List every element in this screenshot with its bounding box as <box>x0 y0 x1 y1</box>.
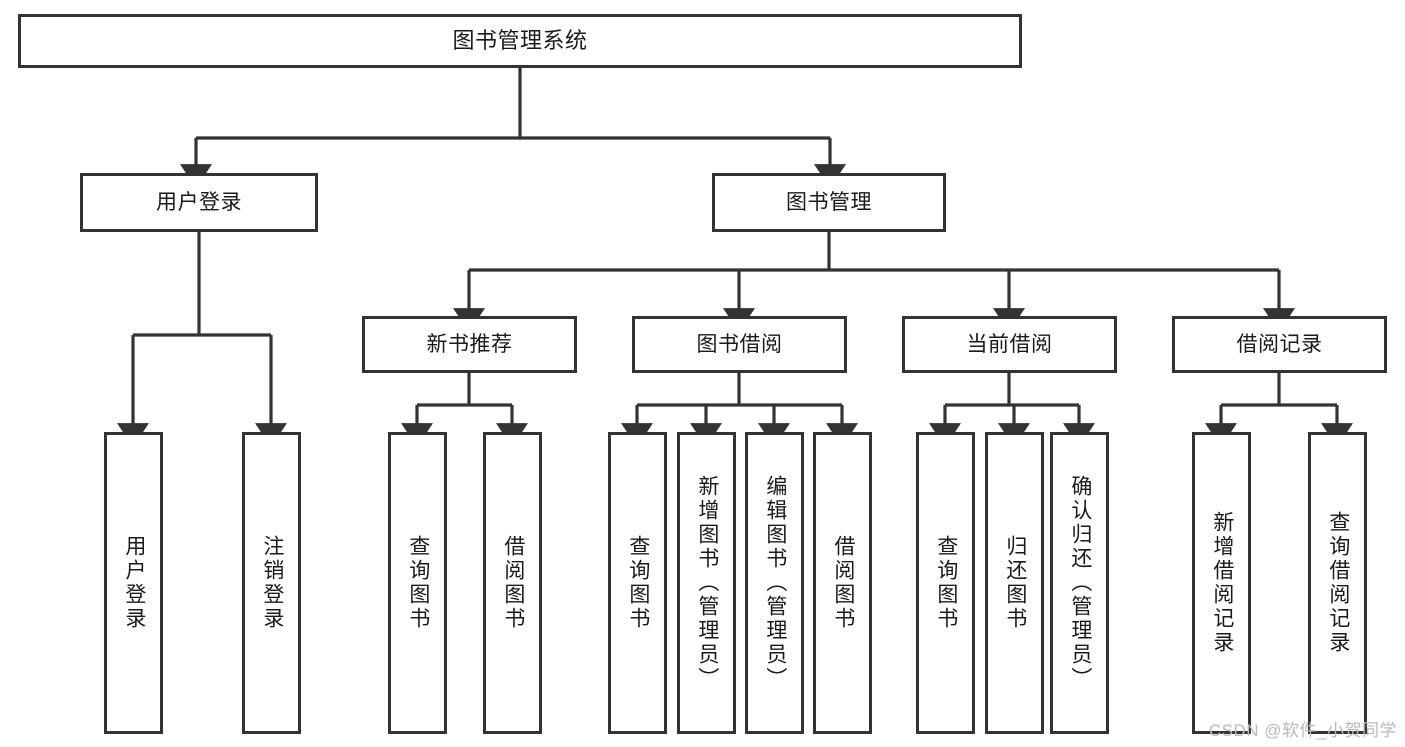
leaf-user-login-signout[interactable]: 注销登录 <box>242 432 301 734</box>
leaf-book-borrow-add[interactable]: 新增图书（管理员） <box>677 432 736 734</box>
node-root-system-label: 图书管理系统 <box>452 27 588 53</box>
node-book-management-label: 图书管理 <box>786 190 872 214</box>
node-new-book-recommend-label: 新书推荐 <box>426 332 513 356</box>
leaf-book-borrow-query-label: 查询图书 <box>626 535 650 631</box>
node-root-system[interactable]: 图书管理系统 <box>18 14 1022 68</box>
leaf-book-borrow-edit[interactable]: 编辑图书（管理员） <box>745 432 804 734</box>
leaf-new-book-query[interactable]: 查询图书 <box>388 432 447 734</box>
leaf-book-borrow-add-label: 新增图书（管理员） <box>695 475 719 691</box>
node-current-borrow[interactable]: 当前借阅 <box>902 316 1117 373</box>
leaf-current-borrow-return-label: 归还图书 <box>1003 535 1027 631</box>
leaf-user-login-signin[interactable]: 用户登录 <box>104 432 163 734</box>
leaf-book-borrow-edit-label: 编辑图书（管理员） <box>763 475 787 691</box>
node-book-management[interactable]: 图书管理 <box>712 173 946 232</box>
node-user-login-label: 用户登录 <box>156 190 242 214</box>
leaf-book-borrow-query[interactable]: 查询图书 <box>608 432 667 734</box>
leaf-book-borrow-lend-label: 借阅图书 <box>831 535 855 631</box>
node-borrow-record-label: 借阅记录 <box>1236 332 1323 356</box>
leaf-borrow-record-query[interactable]: 查询借阅记录 <box>1308 432 1367 734</box>
leaf-new-book-query-label: 查询图书 <box>406 535 430 631</box>
leaf-new-book-borrow[interactable]: 借阅图书 <box>483 432 542 734</box>
leaf-borrow-record-query-label: 查询借阅记录 <box>1326 511 1350 655</box>
node-book-borrow[interactable]: 图书借阅 <box>632 316 847 373</box>
watermark-text: CSDN @软件_小贺同学 <box>1208 721 1397 740</box>
leaf-user-login-signout-label: 注销登录 <box>260 535 284 631</box>
node-user-login[interactable]: 用户登录 <box>80 173 318 232</box>
leaf-current-borrow-return[interactable]: 归还图书 <box>985 432 1044 734</box>
node-new-book-recommend[interactable]: 新书推荐 <box>362 316 577 373</box>
node-current-borrow-label: 当前借阅 <box>966 332 1053 356</box>
node-borrow-record[interactable]: 借阅记录 <box>1172 316 1387 373</box>
leaf-borrow-record-add[interactable]: 新增借阅记录 <box>1192 432 1251 734</box>
leaf-book-borrow-lend[interactable]: 借阅图书 <box>813 432 872 734</box>
leaf-current-borrow-confirm-label: 确认归还（管理员） <box>1068 475 1092 691</box>
leaf-current-borrow-query[interactable]: 查询图书 <box>916 432 975 734</box>
node-book-borrow-label: 图书借阅 <box>696 332 783 356</box>
leaf-current-borrow-query-label: 查询图书 <box>934 535 958 631</box>
leaf-current-borrow-confirm[interactable]: 确认归还（管理员） <box>1050 432 1109 734</box>
leaf-user-login-signin-label: 用户登录 <box>122 535 146 631</box>
leaf-new-book-borrow-label: 借阅图书 <box>501 535 525 631</box>
leaf-borrow-record-add-label: 新增借阅记录 <box>1210 511 1234 655</box>
